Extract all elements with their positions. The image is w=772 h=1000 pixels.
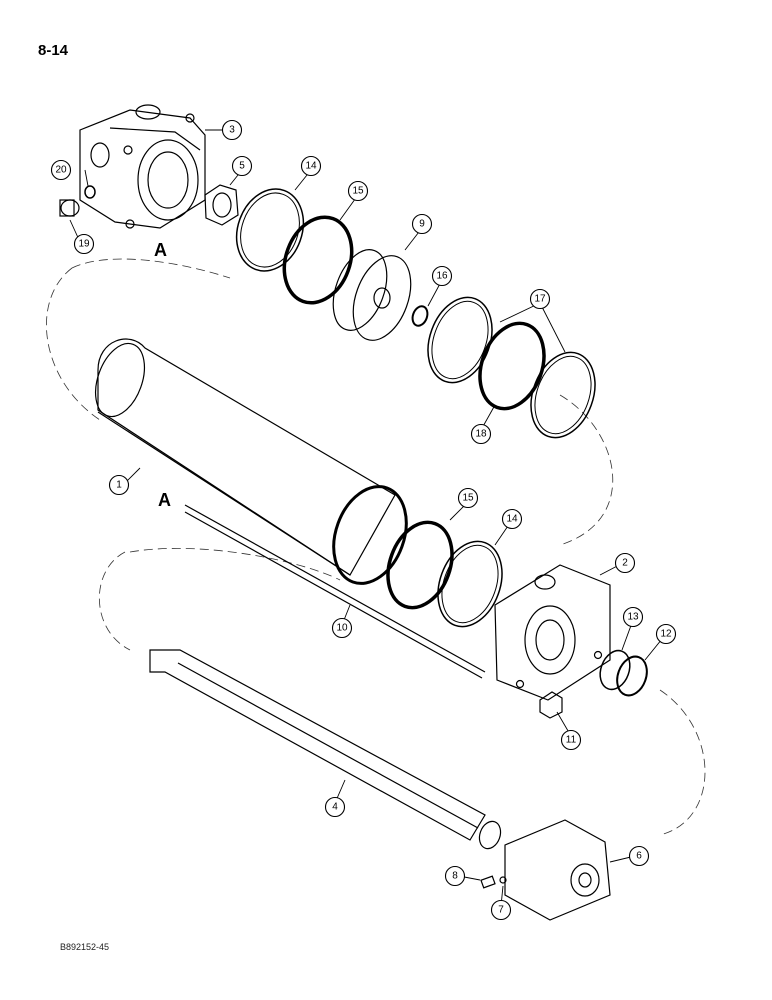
seal-14-upper-drawing [235,188,305,272]
plug-drawing [59,185,96,217]
tie-rod-drawing [184,504,486,679]
seal-14-lower-drawing [437,540,503,628]
callout-6: 6 [628,845,650,867]
o-ring-16-drawing [411,305,429,327]
callout-8: 8 [444,865,466,887]
svg-text:9: 9 [419,219,425,230]
callout-13: 13 [622,606,644,628]
callout-20: 20 [50,159,72,181]
svg-text:10: 10 [336,623,348,634]
callout-11: 11 [560,729,582,751]
ring-18-drawing [478,321,546,411]
ring-17a-drawing [427,296,493,384]
svg-text:20: 20 [55,165,67,176]
piston-drawing [332,249,412,341]
callout-15-upper: 15 [347,180,369,202]
callout-14-lower: 14 [501,508,523,530]
seal-15-upper-drawing [282,215,354,305]
head-drawing [494,564,611,701]
svg-text:6: 6 [636,851,642,862]
svg-text:16: 16 [436,271,448,282]
svg-text:1: 1 [116,480,122,491]
svg-text:11: 11 [566,735,577,746]
svg-text:14: 14 [506,514,518,525]
upper-assembly-guide [46,258,614,546]
figure-code: B892152-45 [60,942,110,952]
svg-text:8: 8 [452,871,458,882]
marker-a-upper: A [154,240,167,260]
callout-16: 16 [431,265,453,287]
svg-text:7: 7 [498,905,504,916]
svg-text:18: 18 [475,429,487,440]
callout-3: 3 [221,119,243,141]
svg-text:4: 4 [332,802,338,813]
svg-text:14: 14 [305,161,317,172]
svg-text:13: 13 [627,612,639,623]
ring-17b-drawing [530,351,596,439]
wiper-13-drawing [599,649,631,691]
callout-19: 19 [73,233,95,255]
callout-9: 9 [411,213,433,235]
clevis-drawing [504,819,611,921]
barrel-drawing [94,338,408,585]
set-screw-drawing [480,875,496,889]
svg-text:15: 15 [352,186,364,197]
callout-17: 17 [529,288,551,310]
nut-11-drawing [539,691,563,719]
end-cap-drawing [79,104,206,229]
lower-assembly-guide [98,547,706,836]
page-number: 8-14 [38,42,69,59]
callout-18: 18 [470,423,492,445]
marker-a-lower: A [158,490,171,510]
rod-drawing [149,649,502,850]
callout-2: 2 [614,552,636,574]
seal-12-drawing [616,655,648,697]
svg-text:12: 12 [660,629,672,640]
callout-1: 1 [108,474,130,496]
callout-15-lower: 15 [457,487,479,509]
callout-5: 5 [231,155,253,177]
svg-text:15: 15 [462,493,474,504]
svg-text:3: 3 [229,125,235,136]
callout-7: 7 [490,899,512,921]
callout-12: 12 [655,623,677,645]
svg-text:17: 17 [534,294,546,305]
nut-drawing [204,184,239,226]
svg-text:5: 5 [239,161,245,172]
svg-text:2: 2 [622,558,628,569]
callout-14-upper: 14 [300,155,322,177]
seal-15-lower-drawing [386,520,454,610]
callout-4: 4 [324,796,346,818]
nut-7-drawing [499,876,507,884]
svg-text:19: 19 [78,239,90,250]
callout-10: 10 [331,617,353,639]
